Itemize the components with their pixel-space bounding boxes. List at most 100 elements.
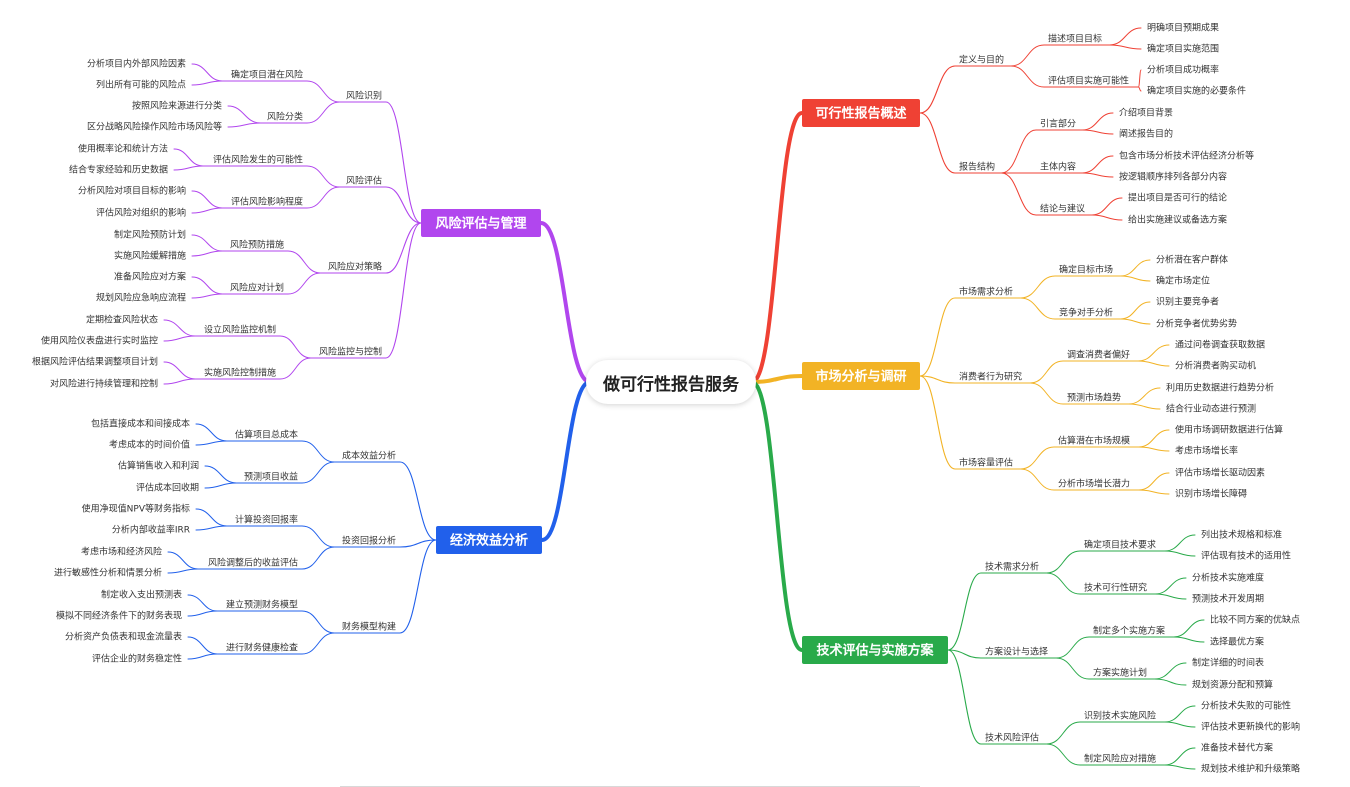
level2-topic[interactable]: 财务模型构建 <box>342 621 396 633</box>
level3-topic[interactable]: 风险调整后的收益评估 <box>208 557 298 569</box>
level2-topic[interactable]: 消费者行为研究 <box>959 371 1022 383</box>
level3-topic[interactable]: 预测项目收益 <box>244 471 298 483</box>
leaf-topic[interactable]: 识别市场增长障碍 <box>1175 488 1247 500</box>
leaf-topic[interactable]: 包含市场分析技术评估经济分析等 <box>1119 150 1254 162</box>
leaf-topic[interactable]: 结合专家经验和历史数据 <box>69 164 168 176</box>
leaf-topic[interactable]: 分析技术实施难度 <box>1192 572 1264 584</box>
level3-topic[interactable]: 预测市场趋势 <box>1067 392 1121 404</box>
leaf-topic[interactable]: 介绍项目背景 <box>1119 107 1173 119</box>
leaf-topic[interactable]: 使用市场调研数据进行估算 <box>1175 424 1283 436</box>
level2-topic[interactable]: 定义与目的 <box>959 54 1004 66</box>
leaf-topic[interactable]: 明确项目预期成果 <box>1147 22 1219 34</box>
branch-node-label[interactable]: 技术评估与实施方案 <box>816 643 934 659</box>
leaf-topic[interactable]: 选择最优方案 <box>1210 636 1264 648</box>
leaf-topic[interactable]: 区分战略风险操作风险市场风险等 <box>87 121 222 133</box>
level3-topic[interactable]: 风险预防措施 <box>230 239 284 251</box>
level3-topic[interactable]: 技术可行性研究 <box>1084 582 1147 594</box>
level2-topic[interactable]: 方案设计与选择 <box>985 646 1048 658</box>
leaf-topic[interactable]: 阐述报告目的 <box>1119 128 1173 140</box>
level2-topic[interactable]: 技术风险评估 <box>985 732 1039 744</box>
leaf-topic[interactable]: 制定收入支出预测表 <box>101 589 182 601</box>
leaf-topic[interactable]: 分析消费者购买动机 <box>1175 360 1256 372</box>
level3-topic[interactable]: 分析市场增长潜力 <box>1058 478 1130 490</box>
level3-topic[interactable]: 主体内容 <box>1040 161 1076 173</box>
branch-node-label[interactable]: 风险评估与管理 <box>435 216 526 232</box>
leaf-topic[interactable]: 分析项目内外部风险因素 <box>87 58 186 70</box>
leaf-topic[interactable]: 预测技术开发周期 <box>1192 593 1264 605</box>
level3-topic[interactable]: 风险应对计划 <box>230 282 284 294</box>
level3-topic[interactable]: 竞争对手分析 <box>1059 307 1113 319</box>
root-node[interactable]: 做可行性报告服务 <box>586 360 756 404</box>
level3-topic[interactable]: 风险分类 <box>267 111 303 123</box>
leaf-topic[interactable]: 使用净现值NPV等财务指标 <box>82 503 190 515</box>
level3-topic[interactable]: 评估风险发生的可能性 <box>213 154 303 166</box>
level2-topic[interactable]: 报告结构 <box>959 161 995 173</box>
leaf-topic[interactable]: 规划风险应急响应流程 <box>96 292 186 304</box>
leaf-topic[interactable]: 分析竞争者优势劣势 <box>1156 318 1237 330</box>
level3-topic[interactable]: 识别技术实施风险 <box>1084 710 1156 722</box>
leaf-topic[interactable]: 识别主要竞争者 <box>1156 296 1219 308</box>
branch-node-label[interactable]: 经济效益分析 <box>450 533 528 549</box>
leaf-topic[interactable]: 使用风险仪表盘进行实时监控 <box>41 335 158 347</box>
level2-topic[interactable]: 风险应对策略 <box>328 261 382 273</box>
leaf-topic[interactable]: 进行敏感性分析和情景分析 <box>54 567 162 579</box>
level2-topic[interactable]: 技术需求分析 <box>985 561 1039 573</box>
level3-topic[interactable]: 引言部分 <box>1040 118 1076 130</box>
level3-topic[interactable]: 估算潜在市场规模 <box>1058 435 1130 447</box>
leaf-topic[interactable]: 评估风险对组织的影响 <box>96 207 186 219</box>
leaf-topic[interactable]: 规划资源分配和预算 <box>1192 679 1273 691</box>
level3-topic[interactable]: 评估项目实施可能性 <box>1048 75 1129 87</box>
level3-topic[interactable]: 建立预测财务模型 <box>226 599 298 611</box>
level3-topic[interactable]: 制定风险应对措施 <box>1084 753 1156 765</box>
level3-topic[interactable]: 评估风险影响程度 <box>231 196 303 208</box>
level3-topic[interactable]: 方案实施计划 <box>1093 667 1147 679</box>
leaf-topic[interactable]: 分析潜在客户群体 <box>1156 254 1228 266</box>
leaf-topic[interactable]: 估算销售收入和利润 <box>118 460 199 472</box>
leaf-topic[interactable]: 分析资产负债表和现金流量表 <box>65 631 182 643</box>
level3-topic[interactable]: 确定项目潜在风险 <box>231 69 303 81</box>
leaf-topic[interactable]: 分析技术失败的可能性 <box>1201 700 1291 712</box>
level3-topic[interactable]: 结论与建议 <box>1040 203 1085 215</box>
level3-topic[interactable]: 调查消费者偏好 <box>1067 349 1130 361</box>
leaf-topic[interactable]: 确定项目实施的必要条件 <box>1147 85 1246 97</box>
leaf-topic[interactable]: 根据风险评估结果调整项目计划 <box>32 356 158 368</box>
level3-topic[interactable]: 设立风险监控机制 <box>204 324 276 336</box>
leaf-topic[interactable]: 通过问卷调查获取数据 <box>1175 339 1265 351</box>
level3-topic[interactable]: 实施风险控制措施 <box>204 367 276 379</box>
leaf-topic[interactable]: 制定详细的时间表 <box>1192 657 1264 669</box>
leaf-topic[interactable]: 评估技术更新换代的影响 <box>1201 721 1300 733</box>
leaf-topic[interactable]: 模拟不同经济条件下的财务表现 <box>56 610 182 622</box>
level3-topic[interactable]: 描述项目目标 <box>1048 33 1102 45</box>
leaf-topic[interactable]: 使用概率论和统计方法 <box>78 143 168 155</box>
leaf-topic[interactable]: 列出所有可能的风险点 <box>96 79 186 91</box>
leaf-topic[interactable]: 确定市场定位 <box>1156 275 1210 287</box>
leaf-topic[interactable]: 确定项目实施范围 <box>1147 43 1219 55</box>
leaf-topic[interactable]: 定期检查风险状态 <box>86 314 158 326</box>
leaf-topic[interactable]: 给出实施建议或备选方案 <box>1128 214 1227 226</box>
leaf-topic[interactable]: 评估企业的财务稳定性 <box>92 653 182 665</box>
level3-topic[interactable]: 估算项目总成本 <box>235 429 298 441</box>
leaf-topic[interactable]: 分析项目成功概率 <box>1147 64 1219 76</box>
branch-node-label[interactable]: 市场分析与调研 <box>815 369 906 385</box>
level2-topic[interactable]: 市场容量评估 <box>959 457 1013 469</box>
leaf-topic[interactable]: 按逻辑顺序排列各部分内容 <box>1119 171 1227 183</box>
level2-topic[interactable]: 风险识别 <box>346 90 382 102</box>
leaf-topic[interactable]: 评估现有技术的适用性 <box>1201 550 1291 562</box>
leaf-topic[interactable]: 评估成本回收期 <box>136 482 199 494</box>
leaf-topic[interactable]: 利用历史数据进行趋势分析 <box>1166 382 1274 394</box>
level3-topic[interactable]: 确定目标市场 <box>1059 264 1113 276</box>
leaf-topic[interactable]: 考虑市场增长率 <box>1175 445 1238 457</box>
leaf-topic[interactable]: 对风险进行持续管理和控制 <box>50 378 158 390</box>
leaf-topic[interactable]: 制定风险预防计划 <box>114 229 186 241</box>
level2-topic[interactable]: 风险评估 <box>346 175 382 187</box>
leaf-topic[interactable]: 结合行业动态进行预测 <box>1166 403 1256 415</box>
leaf-topic[interactable]: 包括直接成本和间接成本 <box>91 418 190 430</box>
leaf-topic[interactable]: 评估市场增长驱动因素 <box>1175 467 1265 479</box>
level3-topic[interactable]: 进行财务健康检查 <box>226 642 298 654</box>
leaf-topic[interactable]: 提出项目是否可行的结论 <box>1128 192 1227 204</box>
level2-topic[interactable]: 市场需求分析 <box>959 286 1013 298</box>
leaf-topic[interactable]: 实施风险缓解措施 <box>114 250 186 262</box>
branch-node-label[interactable]: 可行性报告概述 <box>815 106 906 122</box>
leaf-topic[interactable]: 列出技术规格和标准 <box>1201 529 1282 541</box>
level3-topic[interactable]: 计算投资回报率 <box>235 514 298 526</box>
